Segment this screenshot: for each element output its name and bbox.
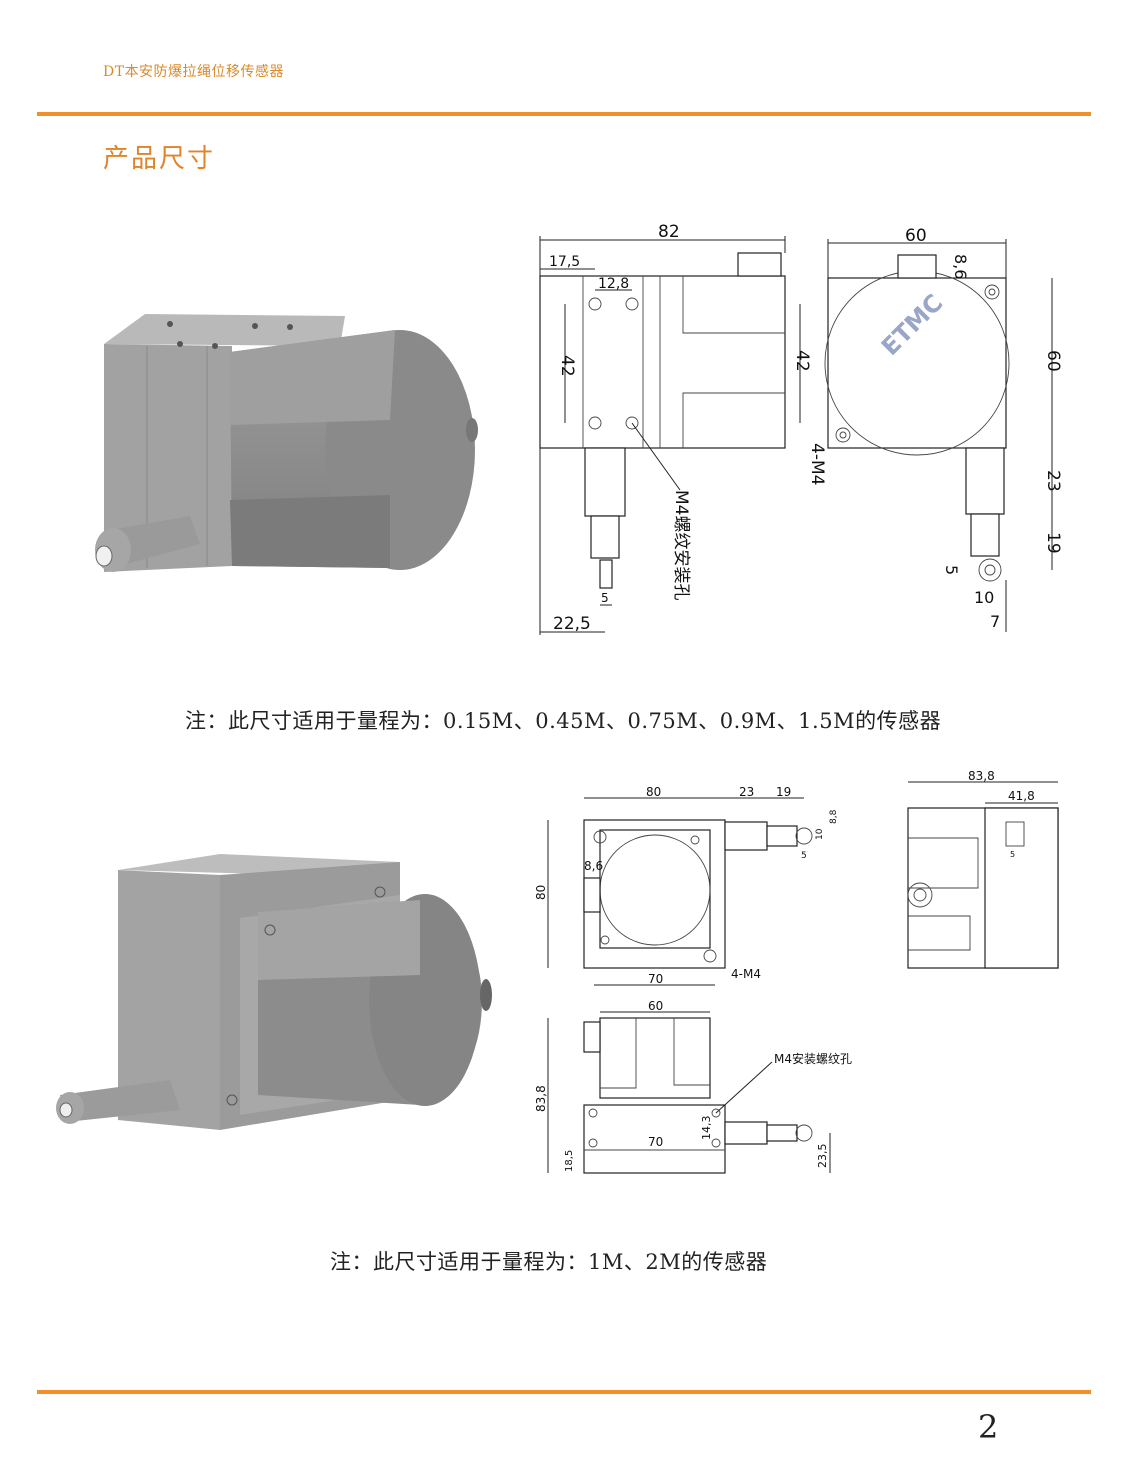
dim-70: 70: [648, 972, 663, 986]
dim-82: 82: [658, 222, 680, 242]
dim-23-5: 23,5: [816, 1144, 829, 1169]
dim-14-3: 14,3: [700, 1116, 713, 1141]
dim-12-8: 12,8: [598, 276, 629, 292]
note-range-1: 注：此尺寸适用于量程为：0.15M、0.45M、0.75M、0.9M、1.5M的…: [185, 709, 942, 733]
dim-4-m4: 4-M4: [807, 443, 827, 485]
dim-23b: 23: [739, 785, 754, 799]
dim-42a: 42: [557, 355, 577, 377]
dim-17-5: 17,5: [549, 254, 580, 270]
callout-m4-mount: M4安装螺纹孔: [774, 1051, 852, 1066]
dim-10b: 10: [815, 828, 825, 840]
dim-5d: 5: [1010, 850, 1015, 859]
dim-19: 19: [1043, 532, 1063, 554]
dim-80v: 80: [534, 885, 548, 900]
dim-83-8: 83,8: [968, 769, 995, 783]
dim-60b: 60: [1043, 350, 1063, 372]
dim-7: 7: [990, 612, 1000, 631]
dim-23: 23: [1043, 470, 1063, 492]
dim-22-5: 22,5: [553, 614, 591, 634]
dim-5b: 5: [942, 565, 961, 575]
callout-m4-hole: M4螺纹安装孔: [671, 490, 691, 600]
footer-divider: [37, 1390, 1091, 1394]
dim-42b: 42: [792, 350, 812, 372]
dim-4-m4b: 4-M4: [731, 967, 761, 981]
dim-80: 80: [646, 785, 661, 799]
dim-19b: 19: [776, 785, 791, 799]
dim-60a: 60: [905, 226, 927, 246]
dim-10: 10: [974, 588, 994, 607]
dim-18-5: 18,5: [564, 1150, 575, 1172]
dim-60c: 60: [648, 999, 663, 1013]
header-divider: [37, 112, 1091, 116]
dim-41-8: 41,8: [1008, 789, 1035, 803]
dim-5c: 5: [801, 851, 807, 861]
section-title: 产品尺寸: [103, 144, 216, 174]
dim-8-6: 8,6: [951, 254, 970, 279]
dim-8-8: 8,8: [829, 809, 839, 824]
note-range-2: 注：此尺寸适用于量程为：1M、2M的传感器: [330, 1250, 768, 1274]
dim-83-8v: 83,8: [534, 1085, 548, 1112]
document-header-title: DT本安防爆拉绳位移传感器: [103, 64, 285, 80]
page-number: 2: [978, 1408, 999, 1446]
dim-8-6b: 8,6: [584, 859, 603, 873]
dim-5: 5: [601, 591, 609, 605]
dim-70b: 70: [648, 1135, 663, 1149]
